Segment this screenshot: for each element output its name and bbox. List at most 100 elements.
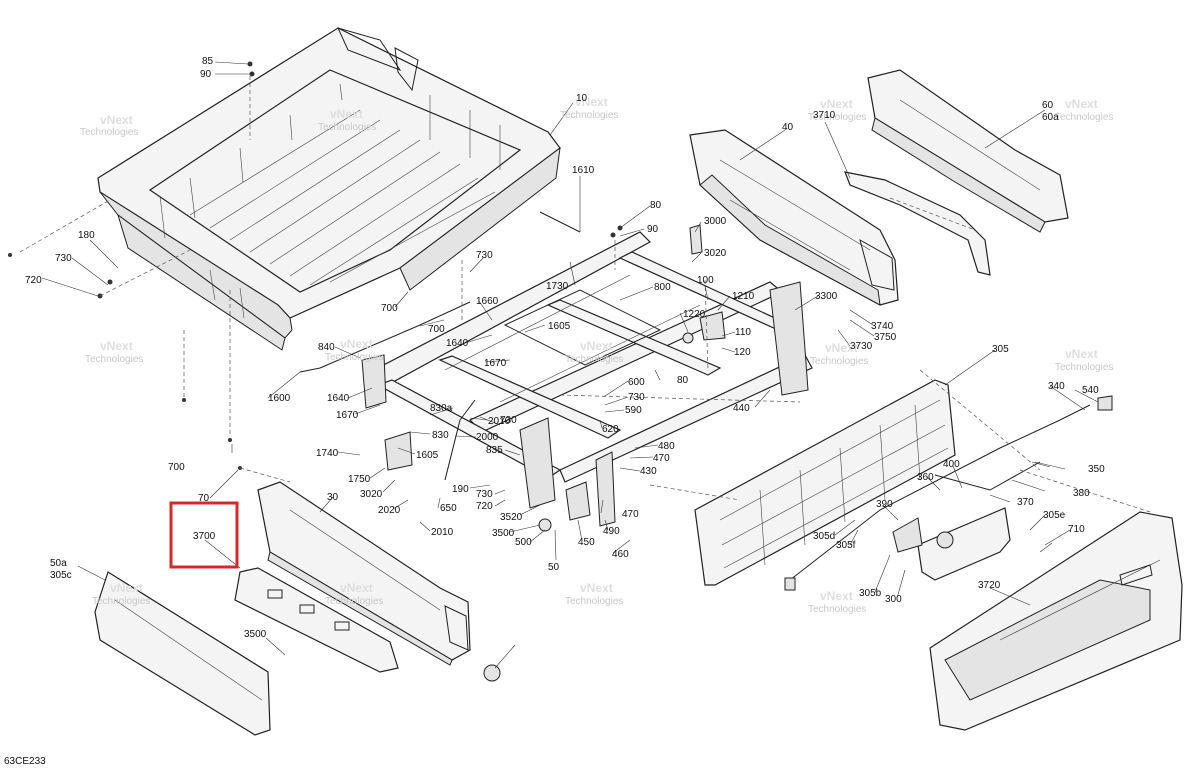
svg-text:vNext: vNext xyxy=(575,95,608,109)
callout-label: 80 xyxy=(677,375,689,386)
svg-text:vNext: vNext xyxy=(825,341,858,355)
svg-text:vNext: vNext xyxy=(1065,97,1098,111)
callout-label: 90 xyxy=(200,69,212,80)
callout-label: 70 xyxy=(198,493,210,504)
svg-text:Technologies: Technologies xyxy=(1055,362,1113,373)
callout-label: 2000 xyxy=(476,432,499,443)
callout-label: 1670 xyxy=(484,358,507,369)
callout-label: 50a xyxy=(50,558,67,569)
callout-label: 305e xyxy=(1043,510,1066,521)
callout-label: 730 xyxy=(500,415,517,426)
callout-label: 440 xyxy=(733,403,750,414)
callout-label: 80 xyxy=(650,200,662,211)
callout-label: 180 xyxy=(78,230,95,241)
callout-label: 60a xyxy=(1042,112,1059,123)
callout-label: 3500 xyxy=(244,629,267,640)
callout-label: 1660 xyxy=(476,296,499,307)
svg-text:vNext: vNext xyxy=(820,589,853,603)
callout-label: 840 xyxy=(318,342,335,353)
callout-label: 380 xyxy=(1073,488,1090,499)
svg-text:vNext: vNext xyxy=(580,339,613,353)
svg-text:Technologies: Technologies xyxy=(565,354,623,365)
callout-label: 1605 xyxy=(416,450,439,461)
trim-3710 xyxy=(844,171,991,276)
callout-label: 450 xyxy=(578,537,595,548)
callout-label: 720 xyxy=(25,275,42,286)
callout-label: 305 xyxy=(992,344,1009,355)
svg-text:vNext: vNext xyxy=(100,113,133,127)
callout-label: 90 xyxy=(647,224,659,235)
svg-text:Technologies: Technologies xyxy=(80,127,138,138)
tailgate-inner-305 xyxy=(694,379,956,586)
callout-label: 1640 xyxy=(446,338,469,349)
callout-label: 430 xyxy=(640,466,657,477)
callout-label: 1740 xyxy=(316,448,339,459)
sheet-code: 63CE233 xyxy=(4,756,46,767)
callout-label: 3700 xyxy=(193,531,216,542)
callout-label: 730 xyxy=(628,392,645,403)
callout-label: 1605 xyxy=(548,321,571,332)
callout-label: 2010 xyxy=(488,416,511,427)
highlight-box xyxy=(169,501,239,569)
svg-text:Technologies: Technologies xyxy=(325,596,383,607)
callout-label: 3020 xyxy=(704,248,727,259)
callout-label: 340 xyxy=(1048,381,1065,392)
callout-label: 1210 xyxy=(732,291,755,302)
svg-text:vNext: vNext xyxy=(110,581,143,595)
callout-label: 3000 xyxy=(704,216,727,227)
callout-label: 835 xyxy=(486,445,503,456)
callout-label: 1640 xyxy=(327,393,350,404)
callout-label: 700 xyxy=(381,303,398,314)
callout-label: 1670 xyxy=(336,410,359,421)
side-panel-50 xyxy=(94,571,271,736)
callout-label: 30 xyxy=(327,492,339,503)
callout-label: 480 xyxy=(658,441,675,452)
leader-lines xyxy=(41,61,1099,669)
callout-label: 590 xyxy=(625,405,642,416)
callout-label: 500 xyxy=(515,537,532,548)
svg-text:Technologies: Technologies xyxy=(1055,112,1113,123)
callout-label: 305b xyxy=(859,588,882,599)
callout-label: 700 xyxy=(428,324,445,335)
svg-text:vNext: vNext xyxy=(820,97,853,111)
callout-label: 700 xyxy=(168,462,185,473)
svg-text:Technologies: Technologies xyxy=(810,356,868,367)
svg-text:vNext: vNext xyxy=(340,581,373,595)
svg-text:Technologies: Technologies xyxy=(565,596,623,607)
svg-text:vNext: vNext xyxy=(330,107,363,121)
callout-label: 730 xyxy=(476,489,493,500)
callout-label: 1750 xyxy=(348,474,371,485)
callout-label: 110 xyxy=(735,327,751,338)
side-panel-40 xyxy=(689,129,899,306)
callout-label: 3020 xyxy=(360,489,383,500)
callout-label: 490 xyxy=(603,526,620,537)
svg-text:Technologies: Technologies xyxy=(808,604,866,615)
callout-label: 305d xyxy=(813,531,835,542)
callout-label: 40 xyxy=(782,122,794,133)
callout-label: 1730 xyxy=(546,281,569,292)
svg-text:Technologies: Technologies xyxy=(808,112,866,123)
callout-label: 3300 xyxy=(815,291,838,302)
callout-label: 370 xyxy=(1017,497,1034,508)
watermarks: vNext Technologies vNext Technologies vN… xyxy=(80,95,1113,615)
callout-label: 3740 xyxy=(871,321,894,332)
callout-label: 300 xyxy=(885,594,902,605)
callout-label: 1600 xyxy=(268,393,291,404)
cargo-box xyxy=(97,27,561,351)
svg-text:Technologies: Technologies xyxy=(92,596,150,607)
callout-label: 85 xyxy=(202,56,214,67)
callout-label: 3750 xyxy=(874,332,897,343)
callout-label: 190 xyxy=(452,484,469,495)
callout-label: 1220 xyxy=(683,309,706,320)
svg-text:Technologies: Technologies xyxy=(560,110,618,121)
svg-text:Technologies: Technologies xyxy=(318,122,376,133)
callout-label: 3710 xyxy=(813,110,836,121)
callout-label: 3500 xyxy=(492,528,515,539)
callout-label: 360 xyxy=(917,472,934,483)
side-panel-60 xyxy=(867,69,1069,233)
tailgate-outer-300 xyxy=(929,511,1183,731)
callout-label: 3720 xyxy=(978,580,1001,591)
callout-label: 730 xyxy=(55,253,72,264)
callout-label: 400 xyxy=(943,459,960,470)
